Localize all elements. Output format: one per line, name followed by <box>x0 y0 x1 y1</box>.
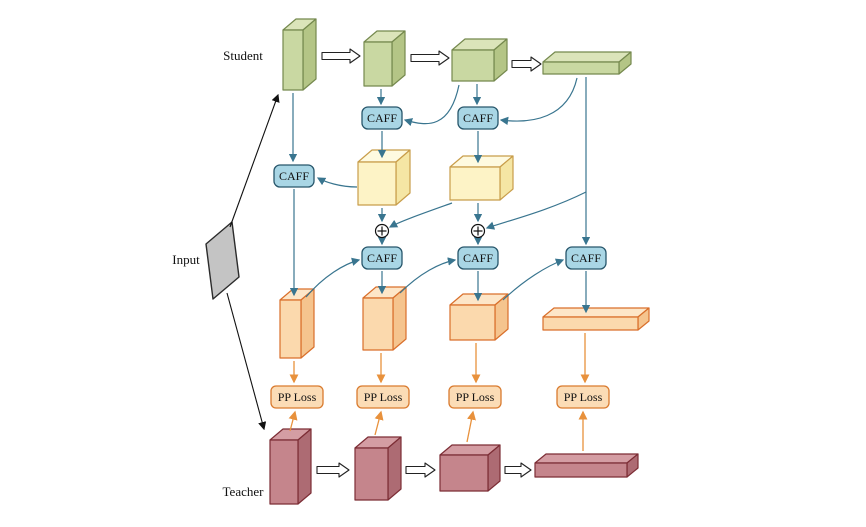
mid-feature-2 <box>449 155 514 201</box>
stage-arrow-icon <box>410 50 450 66</box>
caff-block-mid-2: CAFF <box>457 246 499 270</box>
flow-arrows <box>288 77 591 314</box>
caff-block-left: CAFF <box>273 164 315 188</box>
sum-icon <box>470 223 486 239</box>
stage-arrow-icon <box>511 56 542 72</box>
pp-loss-label: PP Loss <box>564 390 603 404</box>
fused-feature-2 <box>362 286 407 351</box>
caff-label: CAFF <box>463 251 493 265</box>
teacher-feature-2 <box>354 436 402 501</box>
stage-arrow-icon <box>316 462 350 478</box>
student-feature-3 <box>451 38 508 82</box>
teacher-stage-arrows <box>316 462 532 478</box>
loss-arrows <box>288 333 590 451</box>
student-feature-1 <box>282 18 317 91</box>
stage-arrow-icon <box>504 462 532 478</box>
input-label: Input <box>172 252 200 267</box>
mid-feature-1 <box>357 149 411 206</box>
caff-label: CAFF <box>279 169 309 183</box>
pp-loss-label: PP Loss <box>456 390 495 404</box>
stage-arrow-icon <box>405 462 436 478</box>
caff-block-top-2: CAFF <box>457 106 499 130</box>
pp-loss-block-4: PP Loss <box>556 385 610 409</box>
caff-label: CAFF <box>367 251 397 265</box>
caff-label: CAFF <box>463 111 493 125</box>
teacher-feature-3 <box>439 444 501 492</box>
pp-loss-block-1: PP Loss <box>270 385 324 409</box>
student-feature-2 <box>363 30 406 87</box>
caff-label: CAFF <box>367 111 397 125</box>
caff-label: CAFF <box>571 251 601 265</box>
teacher-label: Teacher <box>223 484 265 499</box>
pp-loss-label: PP Loss <box>278 390 317 404</box>
caff-block-mid-1: CAFF <box>361 246 403 270</box>
student-stage-arrows <box>321 48 542 72</box>
pp-loss-block-3: PP Loss <box>448 385 502 409</box>
fused-feature-3 <box>449 293 509 341</box>
student-label: Student <box>223 48 263 63</box>
fused-feature-1 <box>279 288 315 359</box>
pp-loss-block-2: PP Loss <box>356 385 410 409</box>
stage-arrow-icon <box>321 48 361 64</box>
caff-block-mid-3: CAFF <box>565 246 607 270</box>
student-feature-4 <box>542 51 632 75</box>
fused-feature-4 <box>542 307 650 331</box>
teacher-feature-4 <box>534 453 639 478</box>
sum-icon <box>374 223 390 239</box>
pp-loss-label: PP Loss <box>364 390 403 404</box>
input-plane <box>205 221 240 300</box>
teacher-feature-1 <box>269 428 312 505</box>
caff-block-top-1: CAFF <box>361 106 403 130</box>
cross-stage-arrows <box>305 77 587 301</box>
input-arrows <box>226 93 280 431</box>
